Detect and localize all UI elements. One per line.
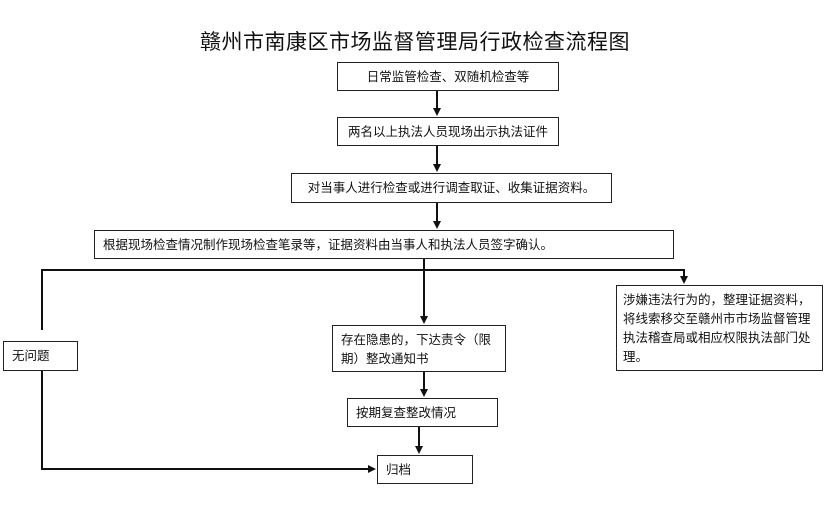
step-violation-transfer: 涉嫌违法行为的，整理证据资料，将线索移交至赣州市市场监督管理执法稽查局或相应权限… <box>616 285 823 371</box>
page-title: 赣州市南康区市场监督管理局行政检查流程图 <box>200 30 630 54</box>
step-no-problem: 无问题 <box>3 341 78 371</box>
arrow-no-problem-archive <box>41 370 376 473</box>
step-hazard-notice: 存在隐患的，下达责令（限期）整改通知书 <box>332 325 506 372</box>
branch-bar <box>41 269 688 330</box>
step-record-sign-label: 根据现场检查情况制作现场检查笔录等，证据资料由当事人和执法人员签字确认。 <box>103 236 554 252</box>
step-violation-transfer-label: 涉嫌违法行为的，整理证据资料，将线索移交至赣州市市场监督管理执法稽查局或相应权限… <box>623 292 811 364</box>
step-archive-label: 归档 <box>386 461 412 477</box>
step-archive: 归档 <box>377 455 473 484</box>
step-show-credentials-label: 两名以上执法人员现场出示执法证件 <box>347 123 548 139</box>
step-investigation-label: 对当事人进行检查或进行调查取证、收集证据资料。 <box>307 180 596 195</box>
step-no-problem-label: 无问题 <box>12 348 50 363</box>
step-hazard-notice-label: 存在隐患的，下达责令（限期）整改通知书 <box>341 331 492 366</box>
step-routine-inspection: 日常监管检查、双随机检查等 <box>337 62 559 91</box>
step-investigation: 对当事人进行检查或进行调查取证、收集证据资料。 <box>291 173 612 203</box>
step-record-sign: 根据现场检查情况制作现场检查笔录等，证据资料由当事人和执法人员签字确认。 <box>94 230 674 259</box>
step-recheck-label: 按期复查整改情况 <box>356 404 457 420</box>
step-recheck: 按期复查整改情况 <box>347 398 498 427</box>
step-show-credentials: 两名以上执法人员现场出示执法证件 <box>337 117 559 146</box>
step-routine-inspection-label: 日常监管检查、双随机检查等 <box>366 68 530 84</box>
